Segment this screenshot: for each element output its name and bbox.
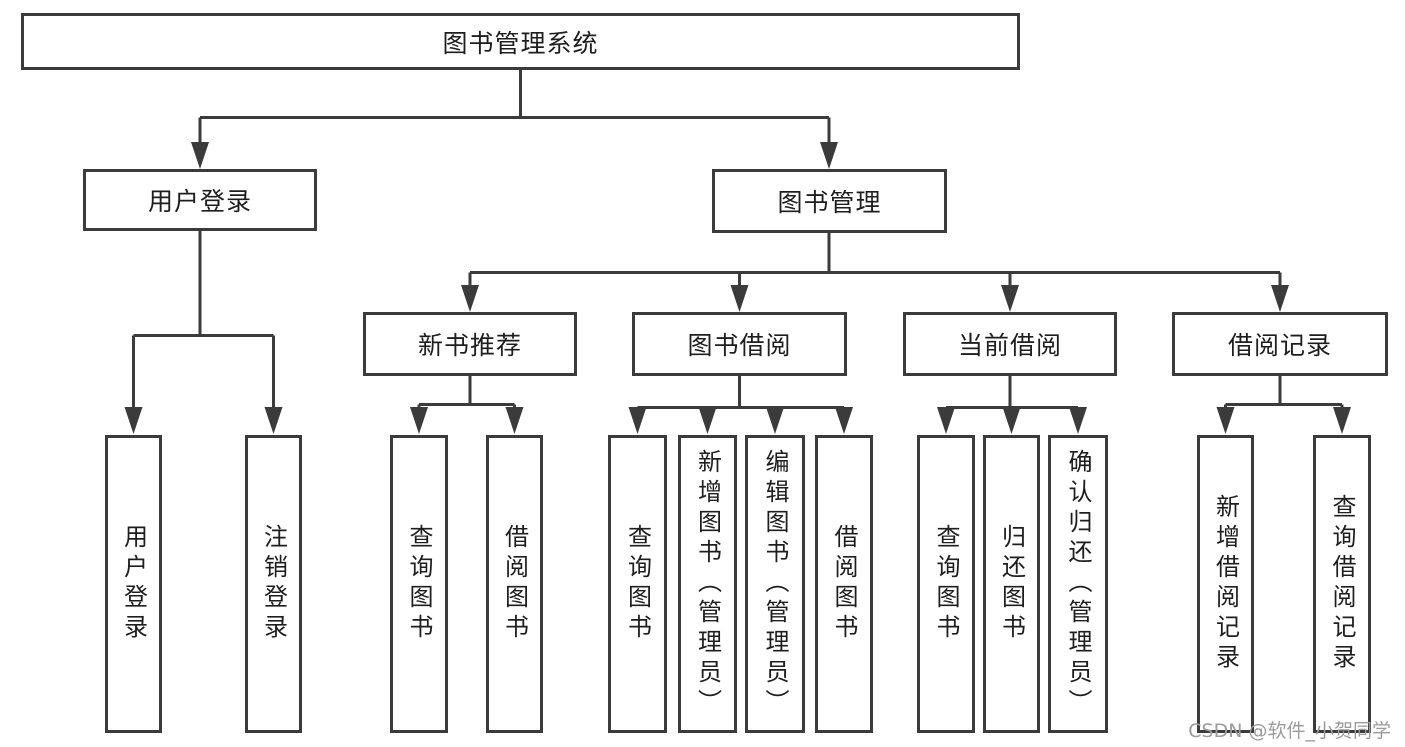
leaf-return-books: 归还图书: [983, 435, 1040, 733]
leaf-recommend-query-books: 查询图书: [390, 435, 448, 733]
node-book-borrow: 图书借阅: [632, 312, 847, 376]
leaf-current-query-books: 查询图书: [917, 435, 975, 733]
leaf-edit-books-admin: 编辑图书（管理员）: [745, 435, 805, 733]
node-user-login: 用户登录: [83, 169, 317, 231]
node-borrow-record: 借阅记录: [1172, 312, 1388, 376]
leaf-borrow-query-books: 查询图书: [608, 435, 667, 733]
leaf-logout: 注销登录: [245, 435, 302, 733]
leaf-add-borrow-record: 新增借阅记录: [1197, 435, 1254, 733]
leaf-query-borrow-record: 查询借阅记录: [1313, 435, 1371, 733]
leaf-user-login: 用户登录: [105, 435, 162, 733]
leaf-confirm-return-admin: 确认归还（管理员）: [1048, 435, 1108, 733]
leaf-recommend-borrow-books: 借阅图书: [486, 435, 543, 733]
node-book-management: 图书管理: [712, 169, 947, 233]
node-new-book-recommend: 新书推荐: [363, 312, 577, 376]
leaf-borrow-books: 借阅图书: [815, 435, 873, 733]
csdn-watermark: CSDN @软件_小贺同学: [1188, 720, 1391, 742]
node-current-borrow: 当前借阅: [903, 312, 1117, 376]
leaf-add-books-admin: 新增图书（管理员）: [678, 435, 737, 733]
node-root: 图书管理系统: [21, 13, 1020, 70]
